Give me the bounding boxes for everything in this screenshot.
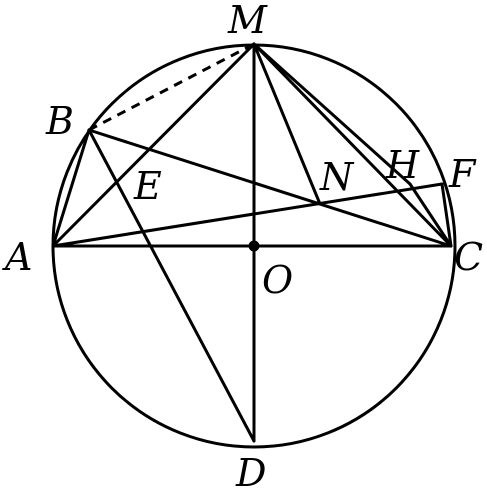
segment-fc <box>440 182 453 248</box>
label-o: O <box>262 258 293 302</box>
center-point-o <box>248 240 260 252</box>
segment-am <box>51 42 256 248</box>
label-b: B <box>45 99 74 143</box>
segment-ab <box>51 128 91 248</box>
segment-hc <box>408 182 453 248</box>
label-e: E <box>133 164 162 208</box>
label-a: A <box>2 235 32 279</box>
label-m: M <box>227 0 268 42</box>
label-d: D <box>235 451 266 490</box>
label-c: C <box>454 235 483 279</box>
label-h: H <box>385 143 420 187</box>
segment-bd <box>87 128 256 443</box>
label-f: F <box>448 152 477 196</box>
segment-bc <box>87 128 453 248</box>
label-n: N <box>319 155 355 199</box>
segment-bm-dashed <box>88 42 255 132</box>
segment-mn <box>252 42 322 206</box>
segment-mh <box>252 42 412 186</box>
segment-af <box>51 182 444 248</box>
segment-mc <box>252 42 453 248</box>
